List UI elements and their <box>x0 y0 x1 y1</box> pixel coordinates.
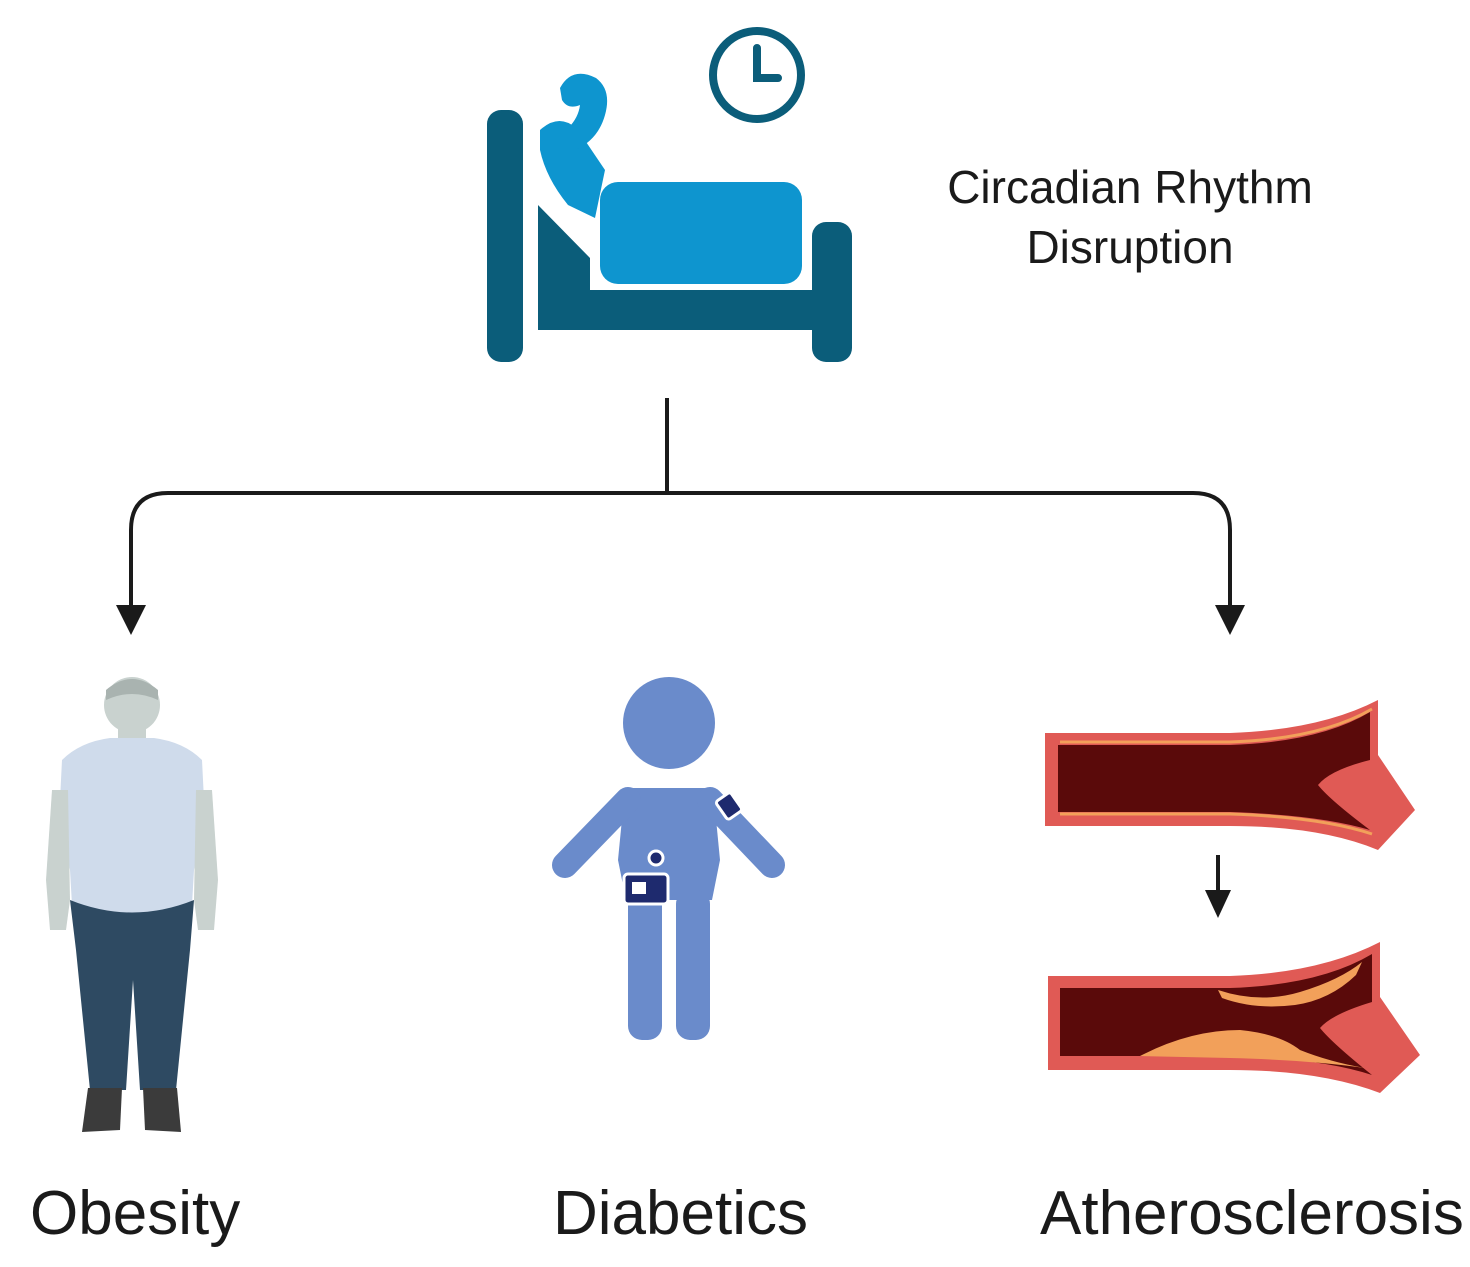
label-obesity: Obesity <box>30 1179 241 1248</box>
person-with-insulin-pump-icon <box>552 677 785 1040</box>
plaque-artery-icon <box>1048 942 1420 1093</box>
label-diabetics: Diabetics <box>553 1179 808 1248</box>
healthy-artery-icon <box>1045 700 1415 850</box>
arrow-to-obesity <box>116 605 146 635</box>
title-line-1: Circadian Rhythm <box>947 161 1313 213</box>
sleepless-person-in-bed-icon <box>487 73 852 362</box>
progression-arrow <box>1205 890 1231 918</box>
clock-icon <box>709 27 805 123</box>
title-line-2: Disruption <box>1026 221 1234 273</box>
obese-person-icon <box>46 677 218 1132</box>
label-atherosclerosis: Atherosclerosis <box>1040 1179 1464 1248</box>
branch-connector <box>129 398 1232 610</box>
arrow-to-atherosclerosis <box>1215 605 1245 635</box>
